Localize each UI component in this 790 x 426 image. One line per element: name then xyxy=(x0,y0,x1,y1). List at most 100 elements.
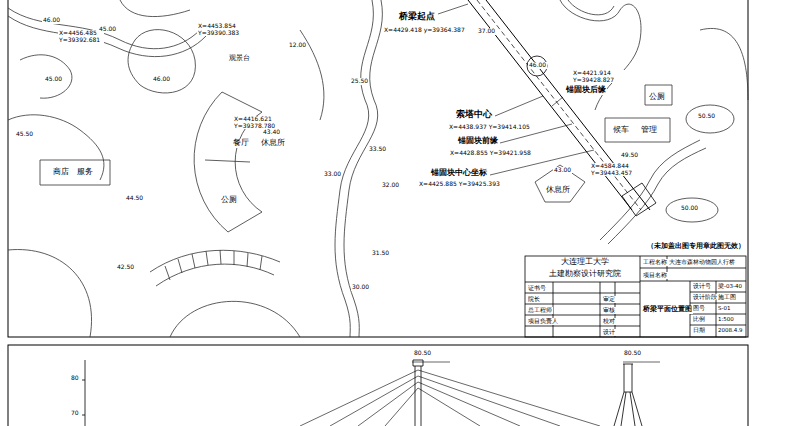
drawing-label: 桥梁平面位置图 xyxy=(642,306,693,314)
drawing-label: 46.00 xyxy=(152,76,171,83)
drawing-label: X=4453.854 Y=39390.383 xyxy=(197,23,243,36)
drawing-label: 休息所 xyxy=(545,186,571,195)
drawing-label: 2008.4.9 xyxy=(717,327,744,333)
drawing-label: 80.50 xyxy=(413,350,432,357)
road-edge xyxy=(8,16,206,57)
drawing-label: 50.50 xyxy=(697,113,716,120)
drawing-label: 项目负责人 xyxy=(527,318,559,325)
drawing-label: X=4584.844 Y=39443.457 xyxy=(590,163,636,176)
drawing-label: 46.00 xyxy=(42,17,61,24)
tower-side-view xyxy=(614,364,642,426)
contour-line xyxy=(8,250,92,337)
drawing-label: X=4428.855 Y=39421.958 xyxy=(449,150,532,157)
drawing-label: 校对 xyxy=(602,318,616,325)
drawing-label: 45.00 xyxy=(98,26,117,33)
bridge-deck-edge xyxy=(486,0,650,210)
drawing-label: 土建勘察设计研究院 xyxy=(548,270,622,279)
bridge-elevation xyxy=(82,360,660,426)
path-edge xyxy=(335,0,373,337)
drawing-label: 餐厅 xyxy=(232,139,250,148)
building-outline xyxy=(535,165,585,202)
drawing-label: 桥梁起点 xyxy=(398,12,436,22)
drawing-label: 80 xyxy=(70,375,80,382)
road-edge xyxy=(568,0,614,15)
title-block-border xyxy=(525,256,746,337)
drawing-label: X=4429.418 y=39364.387 xyxy=(383,27,466,34)
drawing-label: 休息所 xyxy=(260,139,286,148)
drawing-label: 30.00 xyxy=(351,284,370,291)
drawing-label: 33.00 xyxy=(323,171,342,178)
plaza-arc xyxy=(194,92,228,232)
drawing-label: 大连市森林动物园人行桥 xyxy=(668,259,736,266)
plaza-edge xyxy=(205,92,262,232)
drawing-label: 证书号 xyxy=(527,285,547,292)
table-rule xyxy=(553,256,640,337)
drawing-label: 索塔中心 xyxy=(455,110,493,120)
drawing-label: 70 xyxy=(70,410,80,417)
building-outline xyxy=(40,160,110,185)
drawing-label: 33.50 xyxy=(368,146,387,153)
stay-cable xyxy=(300,370,600,426)
drawing-label: 43.00 xyxy=(553,167,572,174)
drawing-label: 施工图 xyxy=(717,294,737,300)
frame-border xyxy=(8,345,748,426)
road-edge xyxy=(560,0,641,110)
drawing-label: 44.50 xyxy=(125,195,144,202)
elevation-axis xyxy=(82,360,85,426)
drawing-label: 45.00 xyxy=(44,76,63,83)
drawing-label: 公厕 xyxy=(220,196,238,205)
table-rule xyxy=(525,282,640,326)
drawing-label: 候车 xyxy=(612,126,630,135)
drawing-label: X=4416.621 Y=39378.780 xyxy=(233,116,279,129)
path-edge xyxy=(600,140,700,240)
anchor-block xyxy=(622,183,656,216)
drawing-label: 43.40 xyxy=(262,129,281,136)
drawing-label: 锚固块前缘 xyxy=(457,137,499,146)
drawing-label: 服务 xyxy=(76,168,94,177)
drawing-label: 日期 xyxy=(692,327,706,333)
contour-line xyxy=(20,55,72,98)
drawing-label: 梁-03-40 xyxy=(717,283,743,289)
drawing-label: S-01 xyxy=(717,305,731,311)
table-rule xyxy=(640,256,746,281)
bridge-centerline xyxy=(477,0,641,210)
drawing-label: 46.00 xyxy=(528,62,547,69)
drawing-label: 31.50 xyxy=(371,250,390,257)
contour-line xyxy=(8,115,104,180)
drawing-label: 公厕 xyxy=(648,93,666,102)
drawing-label: 设计 xyxy=(602,329,616,336)
drawing-label: 图号 xyxy=(692,305,706,311)
drawing-label: 院长 xyxy=(527,296,541,303)
stair-edge xyxy=(156,264,274,286)
drawing-label: 项目名称 xyxy=(642,272,668,279)
bridge-deck-edge xyxy=(468,0,632,210)
stair-hatch xyxy=(165,250,262,280)
contour-line xyxy=(700,28,748,100)
drawing-label: 观景台 xyxy=(228,55,251,63)
drawing-label: 45.50 xyxy=(15,131,34,138)
drawing-label: 设计号 xyxy=(692,283,712,289)
contour-line xyxy=(666,198,718,222)
drawing-label: （未加盖出图专用章此图无效） xyxy=(646,243,746,251)
drawing-label: X=4438.937 Y=39414.105 xyxy=(448,124,531,131)
level-line xyxy=(412,362,660,363)
drawing-label: 商店 xyxy=(52,168,70,177)
contour-line xyxy=(128,30,195,93)
drawing-label: 32.00 xyxy=(381,182,400,189)
building-outline xyxy=(645,85,672,105)
drawing-label: 37.00 xyxy=(477,28,496,35)
drawing-label: 总工程师 xyxy=(527,307,553,314)
title-block xyxy=(525,256,746,337)
drawing-label: 50.00 xyxy=(680,205,699,212)
tower-top xyxy=(413,360,423,366)
contour-line xyxy=(170,301,300,337)
drawing-label: X=4421.914 Y=39428.827 xyxy=(572,70,636,83)
building-outline xyxy=(605,118,670,142)
drawing-label: 12.00 xyxy=(288,42,307,49)
frame-border xyxy=(8,0,748,337)
drawing-label: 49.50 xyxy=(620,152,639,159)
drawing-label: 锚固块中心坐标 xyxy=(430,169,488,178)
contour-line xyxy=(120,0,190,17)
